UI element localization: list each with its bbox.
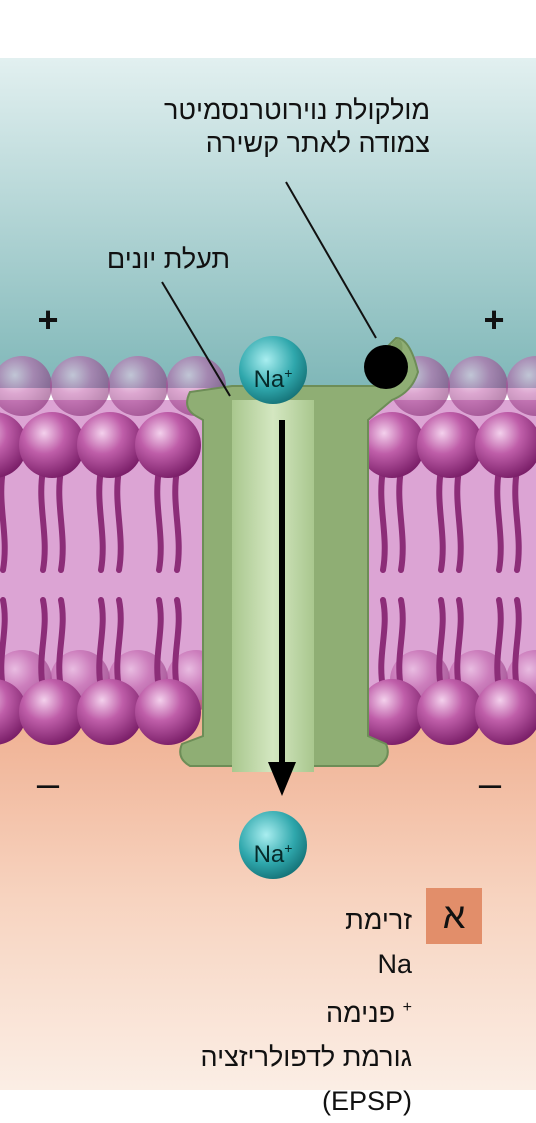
inside-charge-left: –: [36, 762, 60, 806]
phospholipid-head: [77, 679, 143, 745]
caption-ion-symbol: Na: [377, 949, 412, 979]
phospholipid-head-back: [108, 356, 168, 416]
phospholipid-head-back: [50, 356, 110, 416]
ion-charge: +: [284, 365, 293, 381]
caption-line1: זרימת Na + פנימה: [201, 898, 412, 1035]
phospholipid-head-back: [0, 356, 52, 416]
phospholipid-head: [359, 679, 425, 745]
lipid-tail: [56, 467, 66, 573]
lipid-tail: [0, 467, 8, 573]
lipid-tail: [96, 597, 106, 691]
lipid-tail: [454, 597, 464, 691]
phospholipid-head: [19, 412, 85, 478]
phospholipid-head: [0, 412, 27, 478]
lipid-tail: [436, 467, 446, 573]
phospholipid-head: [475, 679, 536, 745]
lipid-tail: [56, 597, 66, 691]
lipid-tail: [38, 597, 48, 691]
lipid-tail: [172, 467, 182, 573]
caption-ion-charge: +: [402, 999, 412, 1016]
ion-symbol: Na: [253, 841, 285, 868]
sodium-ion-outside-label: Na+: [233, 361, 313, 392]
phospholipid-head: [359, 412, 425, 478]
phospholipid-head: [475, 412, 536, 478]
caption-ion: Na +: [201, 942, 412, 1028]
phospholipid-head: [417, 679, 483, 745]
phospholipid-head: [77, 412, 143, 478]
phospholipid-head: [135, 412, 201, 478]
lipid-tail: [512, 597, 522, 691]
lipid-tail: [172, 597, 182, 691]
phospholipid-head: [0, 679, 27, 745]
phospholipid-head: [417, 412, 483, 478]
lipid-tail: [396, 467, 406, 573]
phospholipid-head: [135, 679, 201, 745]
channel-pore: [232, 400, 314, 772]
ion-symbol: Na: [253, 366, 285, 393]
ion-channel: [179, 336, 420, 772]
caption-line2: גורמת לדפולריזציה: [200, 1042, 412, 1072]
lipid-tail: [454, 467, 464, 573]
caption-line1-suffix: פנימה: [326, 998, 403, 1028]
inside-charge-right: –: [478, 762, 502, 806]
lipid-tail: [512, 467, 522, 573]
sodium-ion-outside: [239, 336, 307, 404]
caption-line3: (EPSP): [321, 1086, 412, 1116]
lipid-tail: [378, 597, 388, 691]
ion-charge: +: [284, 840, 293, 856]
lipid-tail: [494, 467, 504, 573]
neurotransmitter-label-line2: צמודה לאתר קשירה: [205, 128, 430, 158]
lipid-tail: [396, 597, 406, 691]
lipid-tail: [114, 467, 124, 573]
outside-charge-right: +: [483, 299, 505, 340]
ion-channel-label: תעלת יונים: [106, 244, 230, 274]
lipid-tail: [114, 597, 124, 691]
phospholipid-head-back: [448, 356, 508, 416]
neurotransmitter-molecule: [364, 345, 408, 389]
phospholipid-head-back: [506, 356, 536, 416]
neurotransmitter-leader-line: [285, 181, 377, 339]
panel-letter-badge: א: [426, 888, 482, 944]
channel-leader-line: [161, 281, 231, 397]
sodium-ion-inside: [239, 811, 307, 879]
sodium-ion-inside-label: Na+: [233, 836, 313, 867]
caption: זרימת Na + פנימה גורמת לדפולריזציה (EPSP): [201, 898, 412, 1123]
caption-line1-prefix: זרימת: [345, 905, 412, 935]
lipid-tail: [38, 467, 48, 573]
neurotransmitter-label-line1: מולקולת נוירוטרנסמיטר: [163, 95, 430, 125]
outside-charge-left: +: [37, 299, 59, 340]
sodium-flow-arrow: [268, 420, 296, 796]
phospholipid-head: [19, 679, 85, 745]
lipid-tail: [378, 467, 388, 573]
lipid-tail: [436, 597, 446, 691]
lipid-tail: [154, 467, 164, 573]
lipid-tail: [96, 467, 106, 573]
extracellular-region: [0, 58, 536, 388]
lipid-tail: [0, 597, 8, 691]
lipid-tail: [494, 597, 504, 691]
lipid-tail: [154, 597, 164, 691]
neurotransmitter-label: מולקולת נוירוטרנסמיטר צמודה לאתר קשירה: [164, 94, 430, 160]
